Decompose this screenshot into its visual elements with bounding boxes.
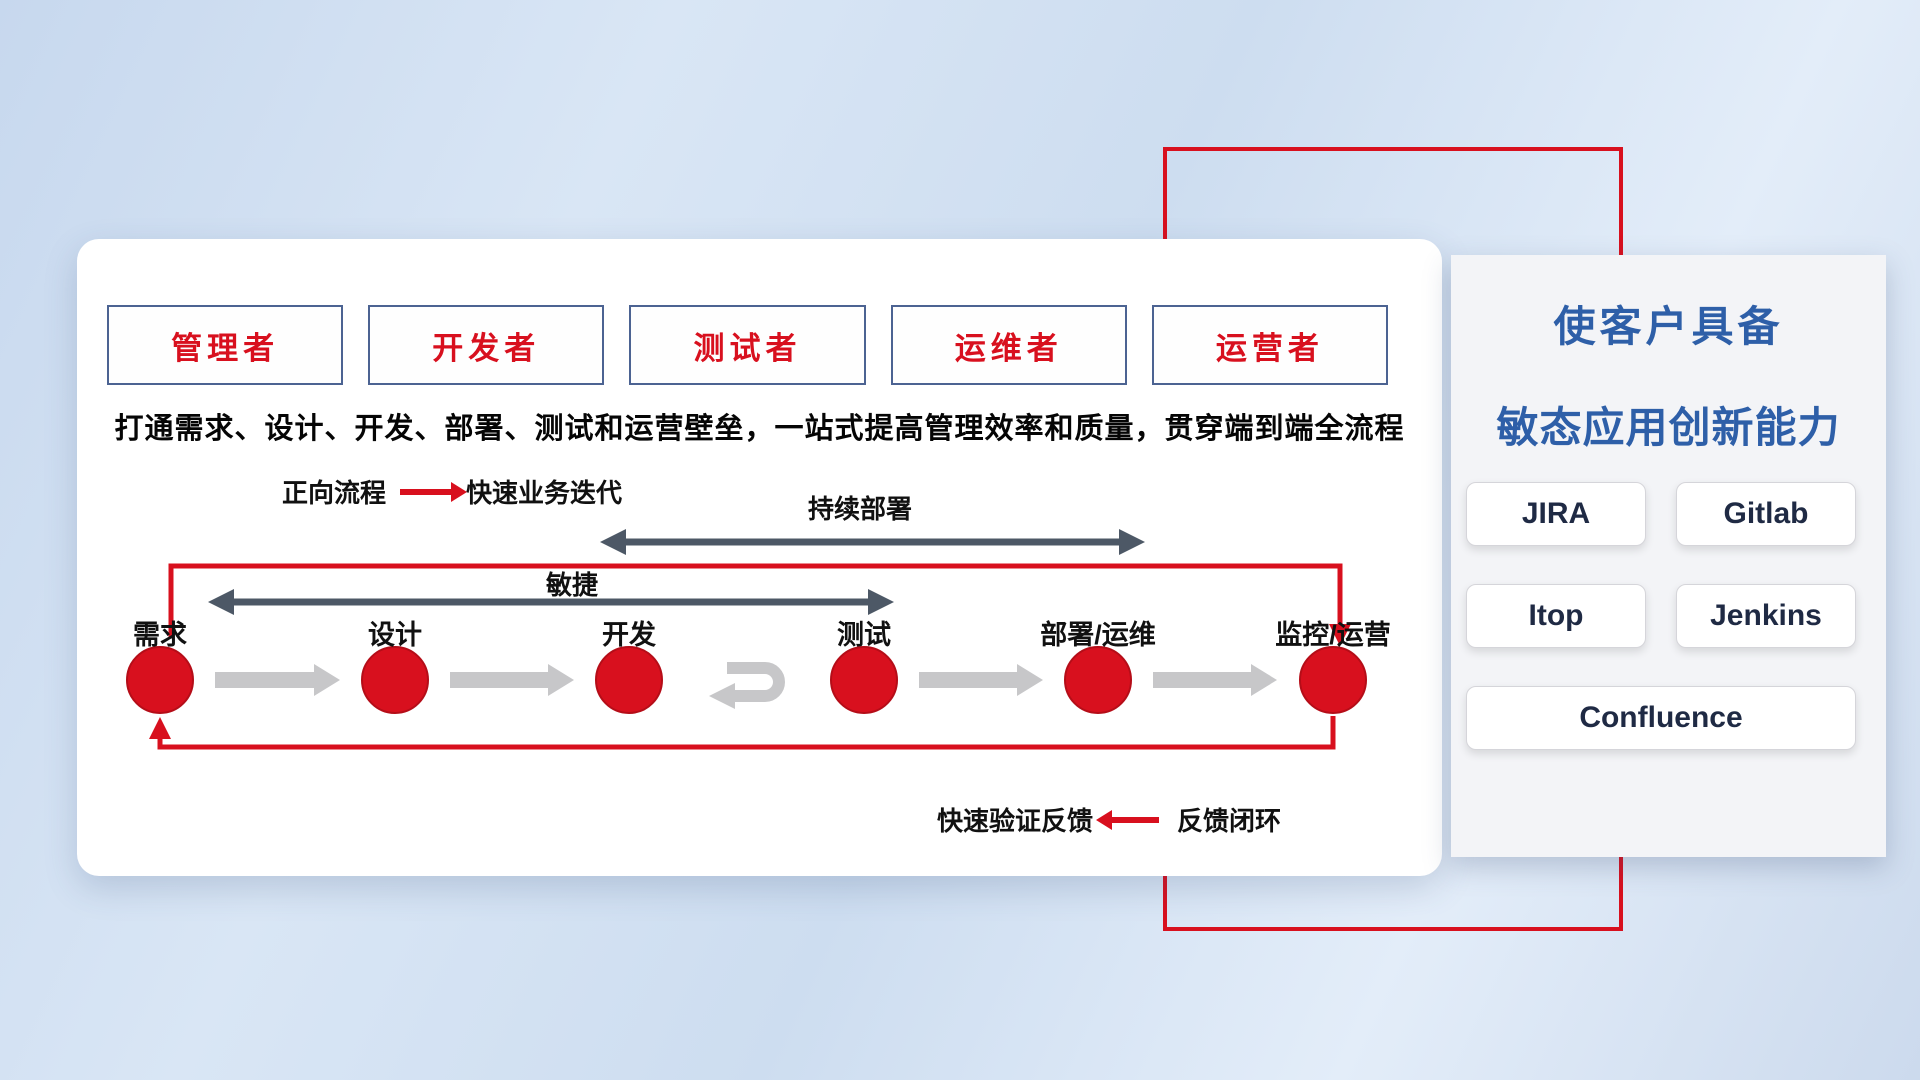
node-label-testing: 测试 xyxy=(837,620,891,650)
step-arrows xyxy=(215,664,1277,696)
role-label: 开发者 xyxy=(432,330,541,366)
continuous-deploy-label: 持续部署 xyxy=(807,494,913,524)
forward-loop-line xyxy=(168,563,1351,646)
capability-title-line2: 敏态应用创新能力 xyxy=(1496,404,1841,451)
node-label-requirements: 需求 xyxy=(133,620,187,650)
feedback-loop-label: 反馈闭环 xyxy=(1177,806,1282,836)
devops-flow-panel: 管理者 开发者 测试者 运维者 运营者 打通需求、设计、开发、部署、测试和运营壁… xyxy=(77,239,1442,876)
feedback-fast-label: 快速验证反馈 xyxy=(937,806,1094,836)
circle-testing xyxy=(830,646,898,714)
role-box-developer: 开发者 xyxy=(368,305,605,385)
node-label-design: 设计 xyxy=(368,620,422,650)
circle-monitor-operate xyxy=(1299,646,1367,714)
role-box-ops: 运维者 xyxy=(890,305,1127,385)
tool-chip-itop: Itop xyxy=(1466,584,1646,648)
role-label: 测试者 xyxy=(693,330,802,366)
circle-development xyxy=(595,646,663,714)
tool-chip-jira: JIRA xyxy=(1466,482,1646,546)
role-boxes-row: 管理者 开发者 测试者 运维者 运营者 xyxy=(107,305,1389,385)
forward-legend-desc: 快速业务迭代 xyxy=(466,478,623,508)
feedback-loop-line xyxy=(149,716,1336,750)
role-label: 运维者 xyxy=(954,330,1063,366)
stage-circles xyxy=(126,646,1367,714)
role-box-operator: 运营者 xyxy=(1151,305,1389,385)
circle-deploy-ops xyxy=(1064,646,1132,714)
role-box-manager: 管理者 xyxy=(107,305,344,385)
node-label-development: 开发 xyxy=(602,620,656,650)
role-label: 管理者 xyxy=(171,330,280,366)
continuous-deploy-arrow xyxy=(600,529,1145,555)
tool-chip-jenkins: Jenkins xyxy=(1676,584,1856,648)
description-text: 打通需求、设计、开发、部署、测试和运营壁垒，一站式提高管理效率和质量，贯穿端到端… xyxy=(114,413,1405,445)
role-label: 运营者 xyxy=(1215,330,1324,366)
node-label-monitor-operate: 监控/运营 xyxy=(1275,620,1391,650)
feedback-legend: 快速验证反馈 反馈闭环 xyxy=(937,801,1281,838)
tool-grid: JIRA Gitlab Itop Jenkins Confluence xyxy=(1466,482,1856,750)
capability-title-line1: 使客户具备 xyxy=(1553,303,1784,350)
tool-chip-confluence: Confluence xyxy=(1466,686,1856,750)
forward-arrow-icon xyxy=(400,481,468,502)
forward-legend-label: 正向流程 xyxy=(282,478,387,508)
iterate-loop-icon xyxy=(709,662,785,709)
role-box-tester: 测试者 xyxy=(629,305,866,385)
circle-requirements xyxy=(126,646,194,714)
tool-chip-gitlab: Gitlab xyxy=(1676,482,1856,546)
capability-panel: 使客户具备 敏态应用创新能力 JIRA Gitlab Itop Jenkins … xyxy=(1451,255,1886,857)
circle-design xyxy=(361,646,429,714)
node-label-deploy-ops: 部署/运维 xyxy=(1040,620,1156,650)
forward-legend: 正向流程 快速业务迭代 xyxy=(282,473,622,510)
agile-label: 敏捷 xyxy=(545,570,599,600)
feedback-arrow-icon xyxy=(1096,809,1160,830)
